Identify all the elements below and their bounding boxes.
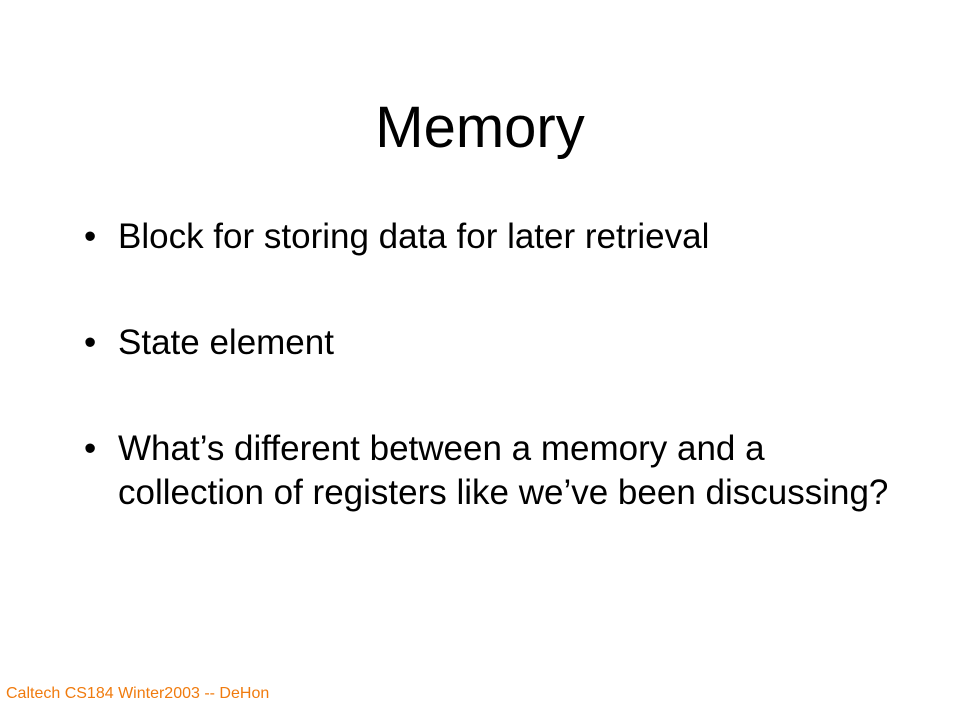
- bullet-text: Block for storing data for later retriev…: [118, 217, 710, 256]
- bullet-item: • State element: [84, 321, 904, 365]
- bullet-text: State element: [118, 323, 334, 362]
- bullet-item: • What’s different between a memory and …: [84, 427, 904, 515]
- bullet-list: • Block for storing data for later retri…: [84, 215, 904, 577]
- bullet-marker: •: [84, 217, 97, 256]
- slide-title: Memory: [375, 95, 585, 160]
- bullet-text: What’s different between a memory and a …: [118, 429, 889, 512]
- bullet-marker: •: [84, 429, 97, 468]
- slide-footer: Caltech CS184 Winter2003 -- DeHon: [6, 685, 270, 702]
- bullet-item: • Block for storing data for later retri…: [84, 215, 904, 259]
- bullet-marker: •: [84, 323, 97, 362]
